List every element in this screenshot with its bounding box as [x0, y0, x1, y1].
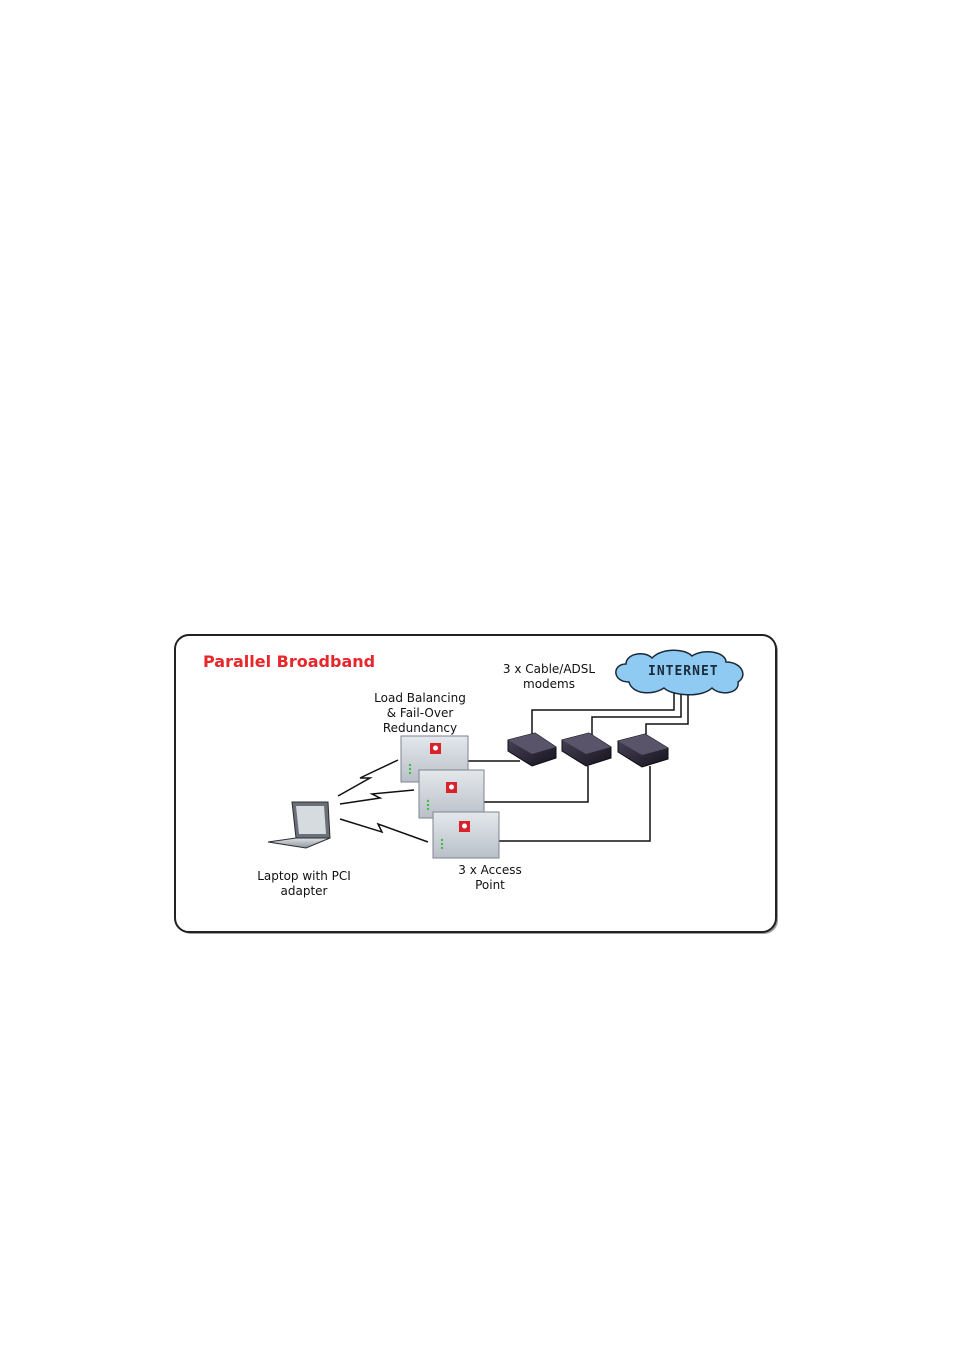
modems-label-line: modems	[496, 677, 602, 692]
load-balancing-label-line: Load Balancing	[370, 691, 470, 706]
diagram-panel: Parallel Broadband INTERNET 3 x Cable/AD…	[174, 634, 780, 936]
laptop-label-line: Laptop with PCI	[252, 869, 356, 884]
load-balancing-label-line: Redundancy	[370, 721, 470, 736]
access-point-label: 3 x Access Point	[450, 863, 530, 893]
diagram-title: Parallel Broadband	[203, 652, 375, 671]
laptop-label: Laptop with PCI adapter	[252, 869, 356, 899]
internet-label: INTERNET	[648, 664, 719, 679]
access-point-icon	[419, 770, 484, 818]
access-point-label-line: Point	[450, 878, 530, 893]
access-point-label-line: 3 x Access	[450, 863, 530, 878]
load-balancing-label: Load Balancing & Fail-Over Redundancy	[370, 691, 470, 736]
load-balancing-label-line: & Fail-Over	[370, 706, 470, 721]
modems-label: 3 x Cable/ADSL modems	[496, 662, 602, 692]
modems-label-line: 3 x Cable/ADSL	[496, 662, 602, 677]
access-point-icon	[433, 812, 499, 858]
laptop-label-line: adapter	[252, 884, 356, 899]
